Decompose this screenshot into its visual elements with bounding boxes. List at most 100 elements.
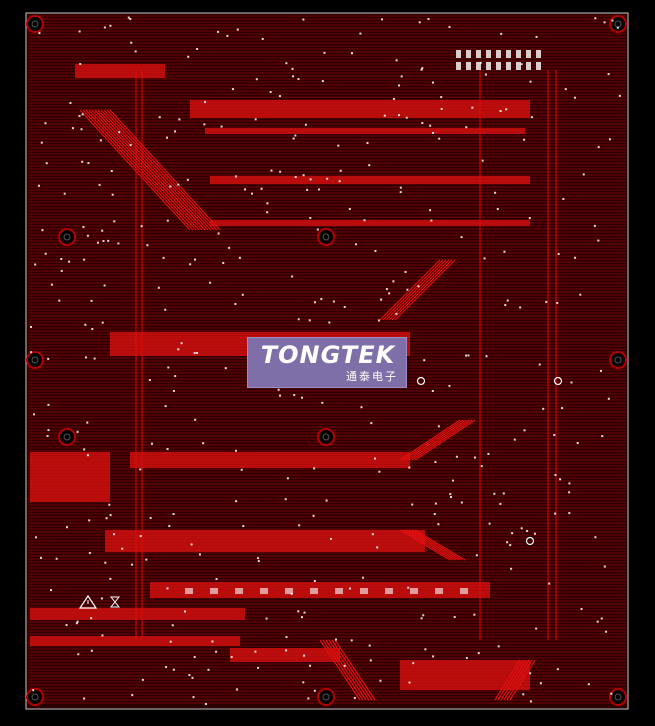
via-pad xyxy=(193,656,196,659)
via-pad xyxy=(279,170,282,173)
via-pad xyxy=(473,613,476,616)
via-pad xyxy=(353,697,356,700)
via-pad xyxy=(523,138,526,141)
via-pad xyxy=(108,503,111,506)
via-pad xyxy=(80,128,83,131)
via-pad xyxy=(168,525,171,528)
via-pad xyxy=(440,107,443,110)
via-pad xyxy=(177,348,180,351)
via-pad xyxy=(111,193,114,196)
via-pad xyxy=(338,180,341,183)
via-pad xyxy=(607,73,610,76)
logo-subtitle: 通泰电子 xyxy=(346,370,398,383)
via-pad xyxy=(234,302,237,305)
via-pad xyxy=(63,192,66,195)
via-pad xyxy=(194,418,197,421)
via-pad xyxy=(254,118,257,121)
via-pad xyxy=(207,668,210,671)
via-pad xyxy=(292,75,295,78)
via-pad xyxy=(392,280,395,283)
via-pad xyxy=(180,342,183,345)
via-pad xyxy=(178,118,181,121)
via-pad xyxy=(236,688,239,691)
via-pad xyxy=(190,543,193,546)
via-pad xyxy=(483,257,486,260)
via-pad xyxy=(265,617,268,620)
via-pad xyxy=(499,110,502,113)
via-pad xyxy=(430,219,433,222)
via-pad xyxy=(193,352,196,355)
fanout-trace xyxy=(408,419,470,461)
via-pad xyxy=(105,517,108,520)
mounting-hole-center xyxy=(614,356,622,364)
via-pad xyxy=(257,560,260,563)
via-pad xyxy=(260,187,263,190)
via-pad xyxy=(231,88,234,91)
fanout-trace xyxy=(402,419,464,461)
via-pad xyxy=(529,80,532,83)
via-pad xyxy=(47,429,50,432)
via-pad xyxy=(60,269,63,272)
mounting-hole-layer xyxy=(26,15,627,706)
via-pad xyxy=(309,178,312,181)
via-pad xyxy=(383,114,386,117)
via-pad xyxy=(431,81,434,84)
mounting-hole-center xyxy=(322,693,330,701)
via-pad xyxy=(370,422,373,425)
via-pad xyxy=(467,354,470,357)
via-pad xyxy=(431,389,434,392)
component-pad xyxy=(435,588,443,594)
via-pad xyxy=(38,32,41,35)
fanout-trace xyxy=(319,639,361,701)
via-pad xyxy=(171,624,174,627)
component-pad xyxy=(210,588,218,594)
via-pad xyxy=(359,32,362,35)
via-pad xyxy=(332,300,335,303)
via-pad xyxy=(270,169,273,172)
via-pad xyxy=(236,28,239,31)
via-pad xyxy=(477,652,480,655)
via-pad xyxy=(81,160,84,163)
via-pad xyxy=(104,561,107,564)
via-pad xyxy=(112,533,115,536)
fanout-trace xyxy=(109,109,221,231)
via-pad xyxy=(488,522,491,525)
via-pad xyxy=(392,97,395,100)
via-pad xyxy=(266,211,269,214)
via-pad xyxy=(69,101,72,104)
via-pad xyxy=(421,122,424,125)
fanout-trace xyxy=(379,259,441,321)
via-pad xyxy=(605,630,608,633)
via-pad xyxy=(399,186,402,189)
via-pad xyxy=(334,638,337,641)
fanout-trace xyxy=(82,109,194,231)
via-pad xyxy=(570,381,573,384)
via-pad xyxy=(157,286,160,289)
fanout-trace xyxy=(399,529,451,561)
via-pad xyxy=(600,617,603,620)
fanout-trace xyxy=(334,639,376,701)
via-pad xyxy=(211,640,214,643)
via-pad xyxy=(313,467,316,470)
via-pad xyxy=(250,192,253,195)
via-pad xyxy=(412,662,415,665)
via-pad xyxy=(542,407,545,410)
via-pad xyxy=(350,52,353,55)
via-pad xyxy=(411,503,414,506)
fanout-trace xyxy=(100,109,212,231)
via-pad xyxy=(360,406,363,409)
via-pad xyxy=(418,21,421,24)
via-pad xyxy=(145,558,148,561)
via-pad xyxy=(349,587,352,590)
via-pad xyxy=(339,169,342,172)
via-pad xyxy=(188,674,191,677)
via-pad xyxy=(194,258,197,261)
fanout-trace xyxy=(85,109,197,231)
via-pad xyxy=(291,67,294,70)
fanout-trace xyxy=(500,659,527,701)
via-pad xyxy=(44,252,47,255)
via-pad xyxy=(44,122,47,125)
via-pad xyxy=(90,649,93,652)
via-pad xyxy=(510,567,513,570)
via-pad xyxy=(400,75,403,78)
